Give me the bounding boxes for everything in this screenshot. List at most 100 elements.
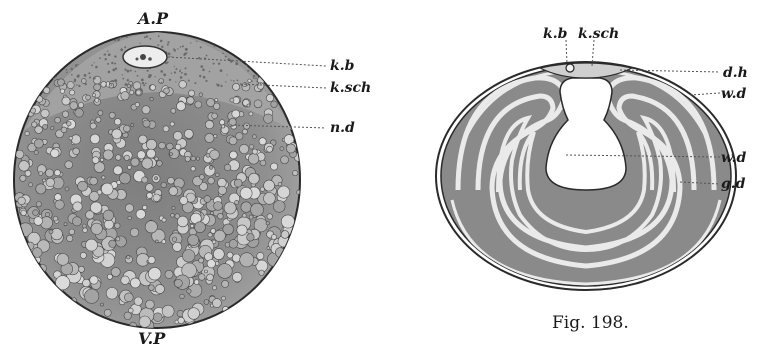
stipple-dot — [173, 48, 175, 50]
yolk-granule — [171, 214, 175, 218]
stipple-dot — [135, 71, 136, 72]
stipple-dot — [227, 74, 228, 75]
yolk-granule — [224, 202, 236, 214]
yolk-granule — [247, 104, 250, 107]
yolk-granule — [214, 202, 223, 211]
stipple-dot — [75, 64, 78, 67]
yolk-granule — [127, 166, 131, 170]
yolk-granule — [241, 202, 252, 213]
yolk-granule — [46, 169, 54, 177]
stipple-dot — [180, 69, 181, 70]
stipple-dot — [105, 84, 107, 86]
yolk-granule — [90, 202, 101, 213]
yolk-granule — [113, 166, 122, 175]
stipple-dot — [161, 46, 163, 48]
yolk-granule — [227, 252, 233, 258]
yolk-granule — [25, 170, 31, 176]
yolk-granule — [242, 129, 247, 134]
yolk-granule — [146, 139, 156, 149]
yolk-granule — [214, 134, 217, 137]
yolk-granule — [214, 230, 225, 241]
yolk-granule — [220, 120, 225, 125]
yolk-granule — [85, 289, 99, 303]
yolk-granule — [78, 181, 88, 191]
yolk-granule — [104, 220, 113, 229]
yolk-granule — [213, 249, 224, 260]
stipple-dot — [220, 85, 222, 87]
yolk-granule — [20, 175, 26, 181]
yolk-granule — [149, 285, 155, 291]
stipple-dot — [177, 48, 178, 49]
yolk-granule — [249, 215, 253, 219]
yolk-granule — [109, 112, 115, 118]
yolk-granule — [180, 294, 185, 299]
stipple-dot — [252, 80, 253, 81]
yolk-granule — [62, 111, 68, 117]
yolk-granule — [72, 217, 81, 226]
yolk-granule — [179, 81, 187, 89]
stipple-dot — [253, 77, 255, 79]
stipple-dot — [260, 82, 262, 84]
yolk-granule — [131, 124, 134, 127]
yolk-granule — [54, 194, 61, 201]
yolk-granule — [247, 234, 255, 242]
yolk-granule — [155, 177, 158, 180]
label-w-d-outer: w.d — [721, 86, 747, 102]
yolk-granule — [112, 129, 122, 139]
yolk-granule — [218, 178, 227, 187]
yolk-granule — [187, 289, 191, 293]
stipple-dot — [209, 71, 211, 73]
stipple-dot — [222, 53, 224, 55]
yolk-granule — [80, 252, 86, 258]
stipple-dot — [95, 66, 98, 69]
yolk-granule — [162, 305, 174, 317]
yolk-granule — [230, 98, 234, 102]
yolk-granule — [131, 158, 139, 166]
yolk-granule — [147, 193, 153, 199]
stipple-dot — [185, 48, 188, 51]
yolk-granule — [273, 201, 285, 213]
yolk-granule — [135, 102, 139, 106]
yolk-granule — [81, 79, 86, 84]
left-egg-figure: A.P V.P k.b k.sch n.d — [14, 9, 371, 345]
yolk-granule — [212, 240, 216, 244]
stipple-dot — [78, 85, 80, 87]
stipple-dot — [256, 81, 258, 83]
yolk-granule — [103, 210, 114, 221]
stipple-dot — [200, 46, 202, 48]
yolk-granule — [90, 134, 100, 144]
yolk-granule — [124, 293, 133, 302]
stipple-dot — [114, 55, 116, 57]
yolk-granule — [29, 183, 33, 187]
label-k-b-right: k.b — [543, 26, 568, 42]
yolk-granule — [41, 109, 49, 117]
yolk-granule — [136, 209, 146, 219]
yolk-granule — [281, 231, 289, 239]
yolk-granule — [188, 308, 200, 320]
yolk-granule — [233, 83, 240, 90]
yolk-granule — [215, 99, 218, 102]
yolk-granule — [264, 114, 273, 123]
stipple-dot — [94, 62, 95, 63]
yolk-granule — [121, 276, 130, 285]
yolk-granule — [83, 279, 91, 287]
yolk-granule — [148, 257, 155, 264]
figure-caption: Fig. 198. — [552, 313, 629, 333]
yolk-granule — [73, 148, 80, 155]
yolk-granule — [129, 81, 133, 85]
label-k-sch-left: k.sch — [330, 80, 371, 96]
yolk-granule — [136, 253, 149, 266]
yolk-granule — [83, 228, 88, 233]
yolk-granule — [205, 270, 208, 273]
stipple-dot — [169, 79, 171, 81]
stipple-dot — [217, 84, 220, 87]
yolk-granule — [134, 297, 142, 305]
yolk-granule — [104, 309, 111, 316]
yolk-granule — [124, 155, 129, 160]
stipple-dot — [85, 83, 87, 85]
yolk-granule — [187, 97, 194, 104]
stipple-dot — [107, 63, 109, 65]
yolk-granule — [254, 100, 262, 108]
yolk-granule — [244, 123, 250, 129]
yolk-granule — [95, 98, 99, 102]
